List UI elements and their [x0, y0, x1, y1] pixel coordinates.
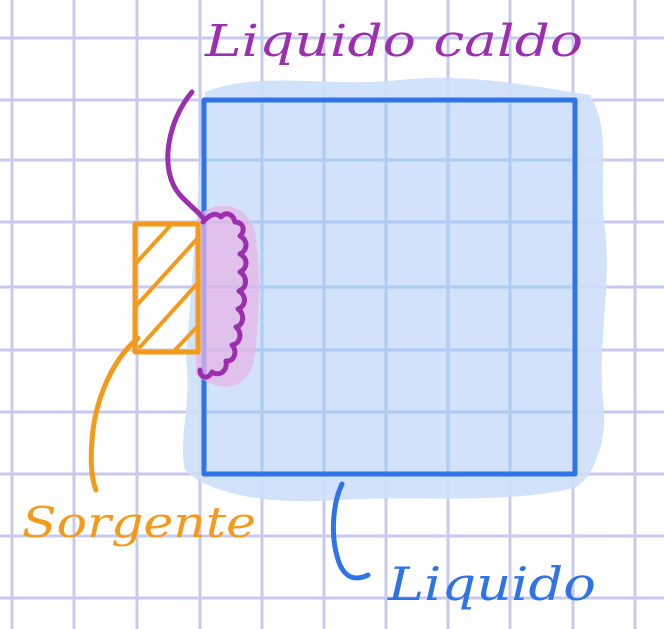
- source-leader: [88, 335, 141, 493]
- label-liquid: Liquido: [387, 557, 596, 611]
- liquid-leader: [331, 481, 371, 581]
- heat-source-box: [132, 221, 201, 355]
- hot-liquid-leader: [165, 89, 206, 221]
- label-hot-liquid: Liquido caldo: [204, 16, 583, 67]
- label-source: Sorgente: [22, 498, 256, 547]
- hot-liquid-outline: [197, 211, 249, 380]
- heat-source: [132, 221, 201, 355]
- liquid-wash: [182, 77, 607, 502]
- heat-source-hatching: [135, 224, 198, 352]
- liquid-inner-grid: [205, 100, 575, 474]
